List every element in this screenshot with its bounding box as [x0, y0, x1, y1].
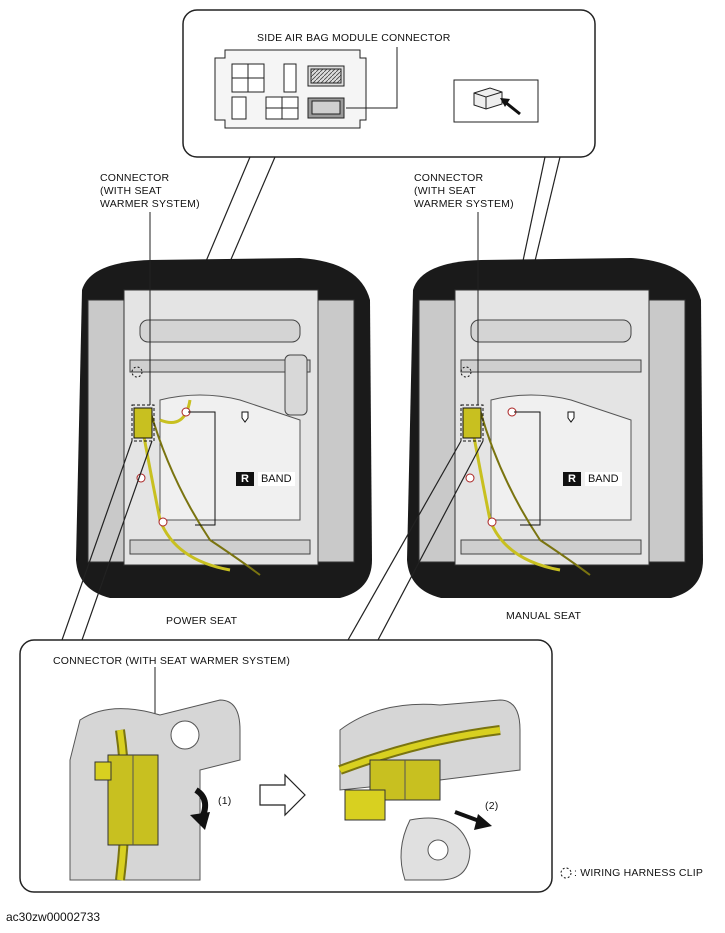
connector-label-left-line2: (WITH SEAT — [100, 185, 162, 197]
transition-arrow — [259, 773, 306, 817]
band-label-right: R BAND — [563, 472, 622, 486]
view-direction-icon — [473, 87, 521, 116]
bottom-connector-label: CONNECTOR (WITH SEAT WARMER SYSTEM) — [53, 655, 291, 667]
connector-label-right-line1: CONNECTOR — [414, 172, 484, 184]
connector-detail-after — [338, 699, 521, 881]
document-id: ac30zw00002733 — [6, 910, 101, 924]
band-letter-left: R — [236, 472, 254, 486]
bottom-callout-leader — [81, 440, 153, 641]
power-seat-drawing — [76, 258, 372, 598]
clip-legend-label: : WIRING HARNESS CLIP — [574, 867, 704, 879]
step-2-label: (2) — [485, 800, 499, 812]
band-label-left: R BAND — [236, 472, 295, 486]
connector-label-left-line3: WARMER SYSTEM) — [100, 198, 200, 210]
bottom-callout-leader — [347, 440, 462, 641]
connector-label-left-line1: CONNECTOR — [100, 172, 170, 184]
bottom-callout-leader — [377, 440, 484, 641]
step-1-label: (1) — [218, 795, 232, 807]
connector-label-right-line3: WARMER SYSTEM) — [414, 198, 514, 210]
bottom-callout-leader — [61, 440, 133, 641]
connector-detail-before — [69, 699, 241, 881]
manual-seat-label: MANUAL SEAT — [506, 610, 582, 622]
side-airbag-connector-label: SIDE AIR BAG MODULE CONNECTOR — [257, 32, 451, 44]
band-text-left: BAND — [257, 472, 295, 486]
band-letter-right: R — [563, 472, 581, 486]
connector-label-right-line2: (WITH SEAT — [414, 185, 476, 197]
airbag-label-leader — [346, 47, 398, 109]
band-text-right: BAND — [584, 472, 622, 486]
side-airbag-connector-drawing — [214, 49, 367, 129]
power-seat-label: POWER SEAT — [166, 615, 238, 627]
manual-seat-drawing — [407, 258, 703, 598]
clip-legend-icon — [560, 867, 572, 879]
